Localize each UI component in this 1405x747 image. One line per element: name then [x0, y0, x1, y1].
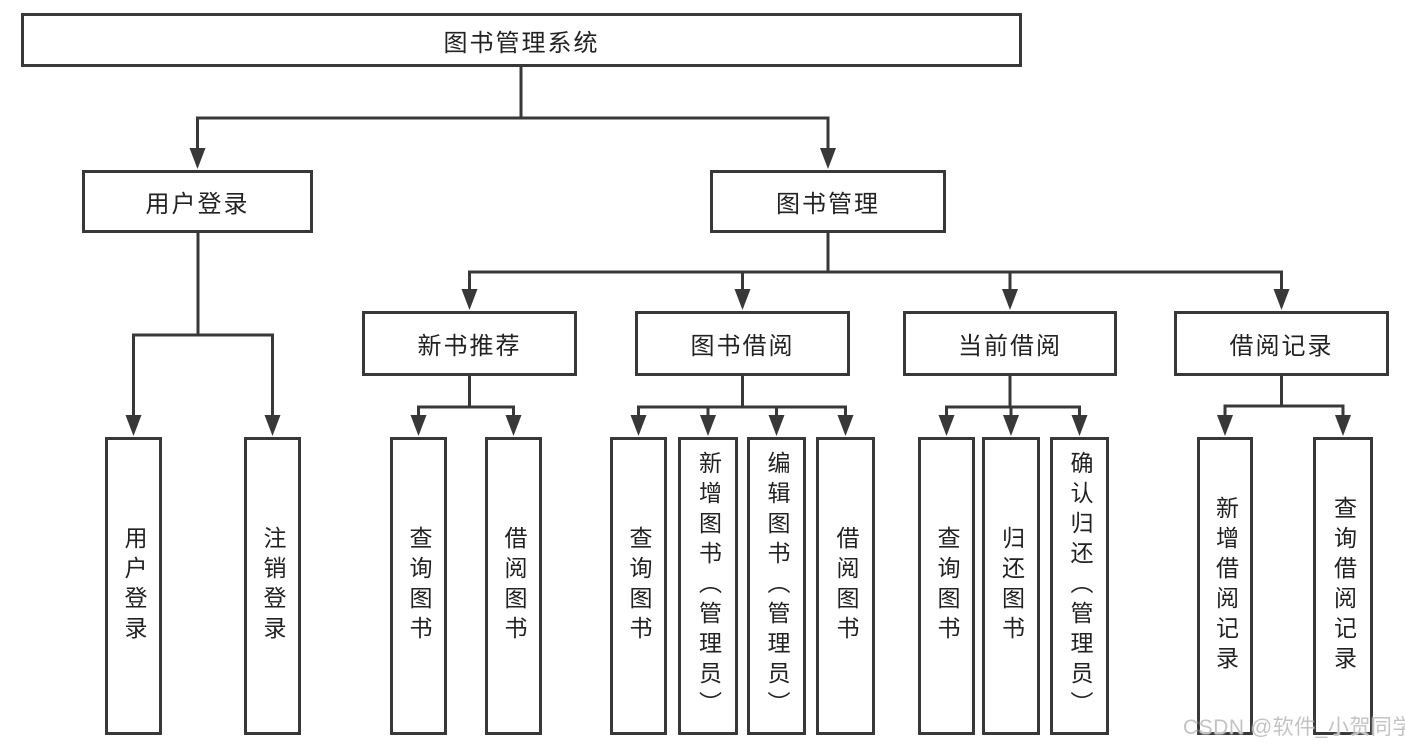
node-query-books-current: 查询图书: [918, 437, 975, 735]
node-logout-action: 注销登录: [244, 437, 301, 735]
node-user-login-action: 用户登录: [105, 437, 162, 735]
node-query-books-borrowing: 查询图书: [610, 437, 667, 735]
node-user-login: 用户登录: [82, 170, 313, 233]
node-add-book-admin: 新增图书（管理员）: [678, 437, 738, 735]
node-edit-book-admin: 编辑图书（管理员）: [747, 437, 806, 735]
node-borrow-books-action: 借阅图书: [816, 437, 875, 735]
node-confirm-return-admin: 确认归还（管理员）: [1050, 437, 1109, 735]
arrowhead-icons: [125, 148, 1351, 436]
node-book-management: 图书管理: [710, 170, 946, 233]
node-query-borrow-record: 查询借阅记录: [1313, 437, 1373, 735]
node-current-borrowing: 当前借阅: [903, 311, 1117, 376]
node-borrowing-records: 借阅记录: [1174, 311, 1389, 376]
node-new-book-recommend: 新书推荐: [362, 311, 577, 376]
csdn-watermark: CSDN @软件_小贺同学: [1183, 716, 1405, 739]
node-book-borrowing: 图书借阅: [635, 311, 850, 376]
node-add-borrow-record: 新增借阅记录: [1197, 437, 1253, 735]
node-library-management-system: 图书管理系统: [21, 13, 1022, 67]
node-borrow-books-recommend: 借阅图书: [485, 437, 542, 735]
node-return-books: 归还图书: [982, 437, 1040, 735]
node-query-books-recommend: 查询图书: [390, 437, 447, 735]
